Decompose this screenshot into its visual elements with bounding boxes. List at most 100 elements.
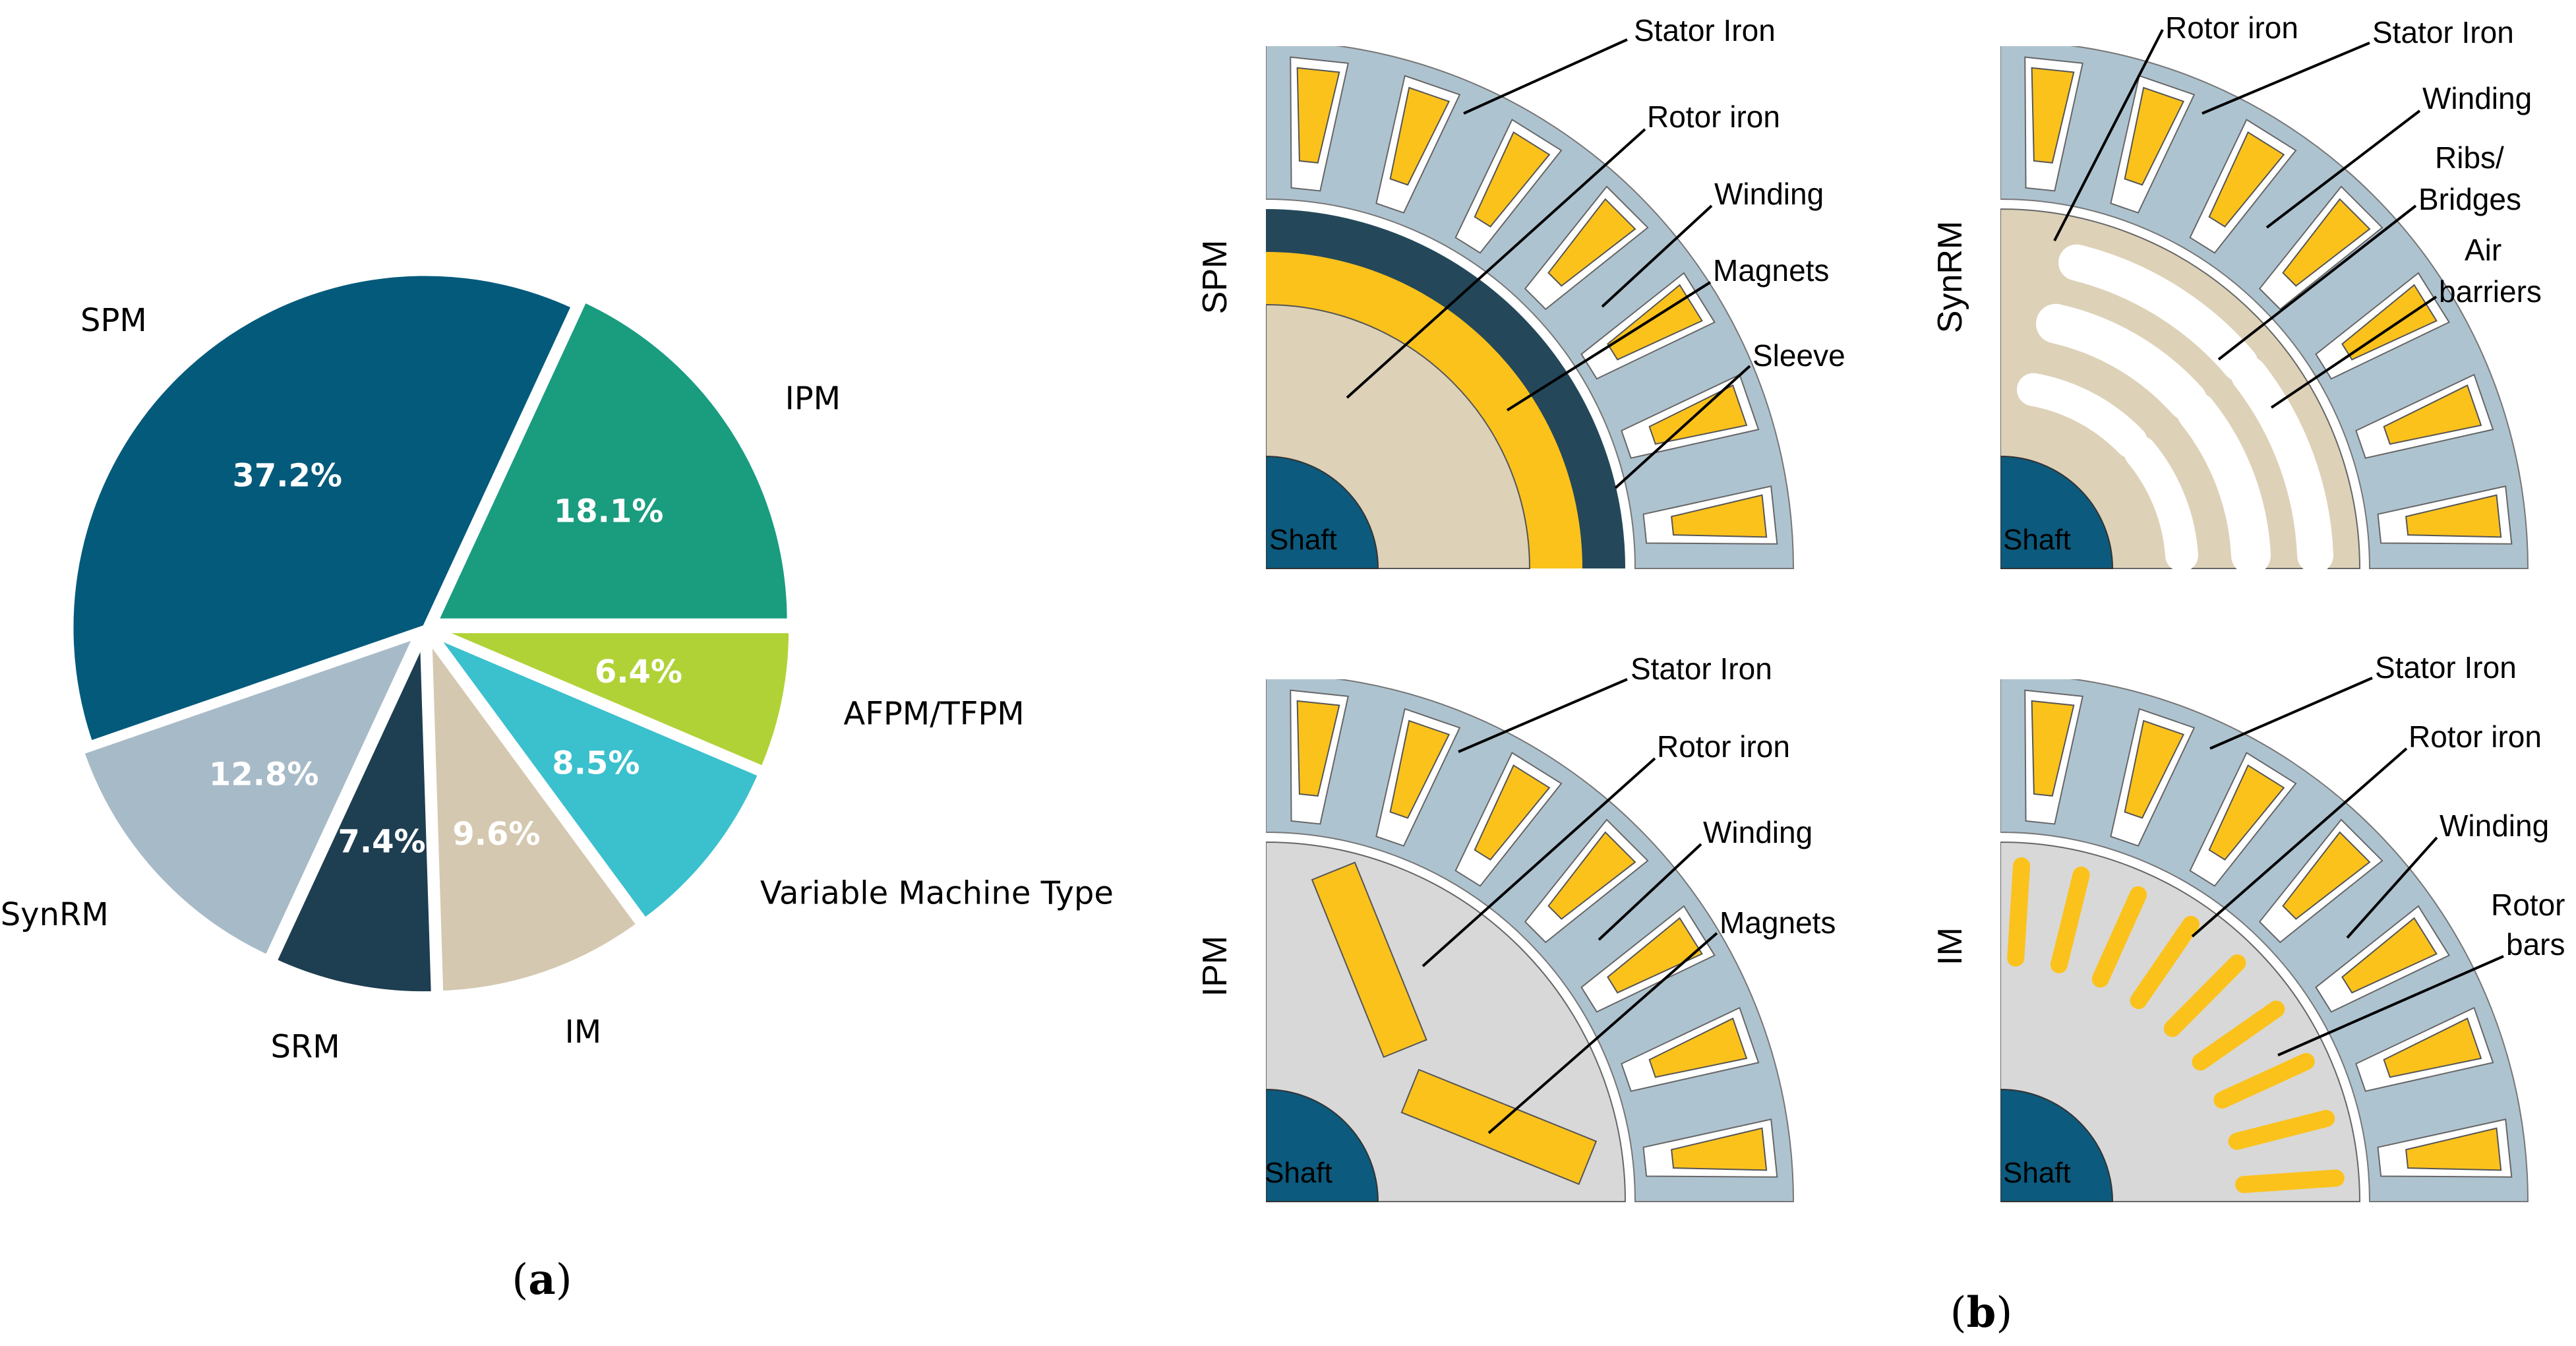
label-ribs: Ribs/ <box>2435 140 2504 175</box>
label-sleeve: Sleeve <box>1752 338 1845 373</box>
winding <box>1547 198 1636 287</box>
label-barriers: barriers <box>2439 274 2542 309</box>
winding <box>2405 1127 2502 1171</box>
air-barrier <box>2000 298 2271 570</box>
winding <box>2031 700 2075 797</box>
air-barrier <box>2000 235 2333 570</box>
slice-percent: 6.4% <box>595 654 682 690</box>
shaft-label-im: Shaft <box>2003 1157 2071 1189</box>
pie-labels: IPM18.1%SPM37.2%SynRM12.8%SRM7.4%IM9.6%V… <box>1 302 1114 1065</box>
im-annotations: Stator Iron Rotor iron Winding Rotor bar… <box>2191 650 2565 1056</box>
label-stator-iron: Stator Iron <box>1634 13 1776 47</box>
pie-slice <box>67 270 578 747</box>
shaft-label-synrm: Shaft <box>2003 524 2071 556</box>
winding <box>2383 384 2482 445</box>
row-label-spm: SPM <box>1196 240 1234 315</box>
magnet <box>1311 861 1427 1058</box>
slice-label: SynRM <box>1 896 109 933</box>
label-winding: Winding <box>1714 177 1824 211</box>
winding <box>2282 198 2371 287</box>
winding <box>1671 1127 1768 1171</box>
label-winding: Winding <box>2440 809 2549 843</box>
pie-chart <box>67 270 795 998</box>
slice-percent: 37.2% <box>232 458 342 495</box>
label-rotor: Rotor <box>2491 888 2565 922</box>
label-rotor-iron: Rotor iron <box>2409 719 2542 754</box>
rotor-bar <box>2050 866 2090 973</box>
winding <box>2124 719 2185 819</box>
ipm-annotations: Stator Iron Rotor iron Winding Magnets <box>1422 652 1836 1134</box>
winding <box>1648 1017 1748 1078</box>
rotor-bar <box>2091 886 2147 988</box>
label-air: Air <box>2465 233 2501 267</box>
synrm-cross-section <box>2000 46 2529 570</box>
label-magnets: Magnets <box>1720 905 1836 940</box>
im-cross-section <box>2000 679 2529 1202</box>
label-stator-iron: Stator Iron <box>1631 652 1772 686</box>
label-rotor-iron: Rotor iron <box>1647 100 1780 134</box>
pie-slice <box>434 627 795 772</box>
rotor-bar <box>2192 1000 2285 1071</box>
row-label-ipm: IPM <box>1196 936 1234 996</box>
winding <box>2031 67 2075 164</box>
shaft <box>2000 1088 2114 1202</box>
shaft-label-spm: Shaft <box>1269 524 1337 556</box>
winding <box>1474 131 1551 228</box>
winding <box>2282 831 2371 920</box>
rotor-bar <box>2130 915 2200 1010</box>
shaft <box>1266 1088 1379 1202</box>
slice-label: IPM <box>785 380 841 417</box>
slice-percent: 12.8% <box>209 756 319 793</box>
label-magnets: Magnets <box>1713 253 1829 288</box>
label-rotor-iron: Rotor iron <box>2165 11 2298 45</box>
spm-annotations: Stator Iron Rotor iron Winding Magnets S… <box>1346 13 1845 489</box>
winding <box>1547 831 1636 920</box>
slice-percent: 8.5% <box>552 745 640 782</box>
shaft <box>1266 455 1379 569</box>
pie-slice <box>426 636 643 997</box>
rotor-bar <box>2163 954 2246 1037</box>
label-stator-iron: Stator Iron <box>2372 15 2514 49</box>
slice-percent: 18.1% <box>554 493 664 530</box>
winding <box>2124 86 2185 186</box>
pie-slice <box>270 636 437 998</box>
label-rotor-iron: Rotor iron <box>1657 729 1790 764</box>
shaft <box>2000 455 2114 569</box>
label-bridges: Bridges <box>2418 182 2521 216</box>
label-winding: Winding <box>1703 815 1812 849</box>
slice-label: IM <box>565 1014 602 1051</box>
rotor-bar <box>2007 857 2031 967</box>
label-stator-iron: Stator Iron <box>2375 650 2517 685</box>
row-label-synrm: SynRM <box>1931 221 1969 333</box>
winding <box>1474 764 1551 861</box>
row-label-im: IM <box>1931 927 1969 965</box>
winding <box>2383 1017 2482 1078</box>
slice-percent: 7.4% <box>338 823 426 860</box>
magnet <box>1400 1068 1598 1185</box>
label-bars: bars <box>2506 927 2565 962</box>
slice-label: AFPM/TFPM <box>843 695 1024 732</box>
slice-label: SRM <box>270 1028 340 1065</box>
winding <box>2208 131 2285 228</box>
winding <box>1296 67 1340 164</box>
winding <box>2341 917 2438 994</box>
winding <box>1671 494 1768 538</box>
rotor-bar <box>2235 1169 2345 1194</box>
rotor-bar <box>2228 1110 2335 1150</box>
winding <box>1389 86 1451 186</box>
pie-slice <box>432 296 793 625</box>
winding <box>1607 917 1703 994</box>
winding <box>1296 700 1340 797</box>
winding <box>2405 494 2502 538</box>
spm-cross-section <box>1266 46 1795 569</box>
pie-slice <box>431 632 764 924</box>
slice-percent: 9.6% <box>452 816 540 853</box>
shaft-label-ipm: Shaft <box>1265 1157 1333 1189</box>
ipm-cross-section <box>1266 679 1795 1202</box>
caption-b: (b) <box>1950 1288 2013 1337</box>
winding <box>2208 764 2285 861</box>
winding <box>1389 719 1451 819</box>
air-barrier <box>2000 371 2198 570</box>
caption-a: (a) <box>512 1255 572 1304</box>
slice-label: Variable Machine Type <box>760 875 1114 912</box>
